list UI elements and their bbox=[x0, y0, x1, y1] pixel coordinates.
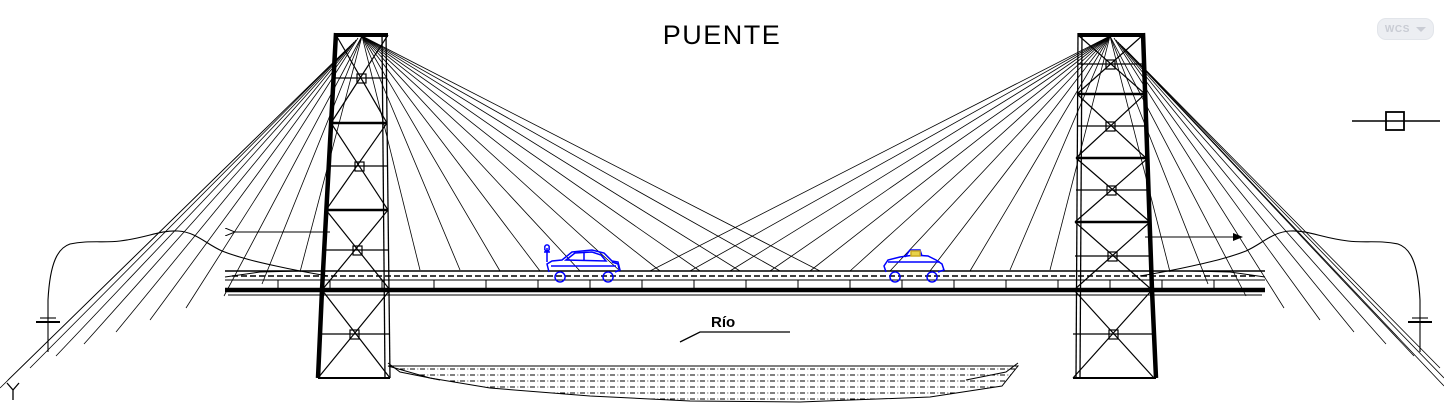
left-tower-back-span-cables bbox=[0, 35, 363, 389]
left-tower-cross-members bbox=[322, 121, 390, 292]
sedan-wheel-front bbox=[602, 271, 614, 283]
right-tower-group bbox=[1072, 32, 1159, 379]
wcs-selector[interactable]: WCS bbox=[1376, 18, 1434, 40]
ground-symbol-left bbox=[36, 300, 60, 352]
leader-lines-group bbox=[234, 232, 1243, 343]
right-tower-cross-members-light bbox=[1073, 63, 1154, 335]
river-bank-right bbox=[965, 362, 1019, 381]
sedan-roof bbox=[563, 251, 608, 262]
convertible-body-outline bbox=[883, 254, 945, 273]
river-bank-left bbox=[387, 362, 441, 381]
terrain-group bbox=[36, 230, 1432, 352]
right-tower-inner-leg-a bbox=[1075, 32, 1079, 379]
river-group bbox=[387, 362, 1020, 403]
right-tower-main-span-cables bbox=[649, 35, 1111, 272]
convertible-windshield bbox=[904, 249, 923, 258]
left-tower-main-span-cables bbox=[361, 35, 821, 272]
left-tower-x-bracing bbox=[317, 34, 391, 379]
vehicle-sedan-left bbox=[544, 244, 621, 283]
river-label-leader bbox=[679, 331, 790, 343]
right-tower-x-bracing bbox=[1072, 34, 1155, 379]
terrain-right-profile bbox=[1139, 230, 1421, 301]
convertible-wheel-front bbox=[889, 271, 901, 283]
left-tower-inner-leg-a bbox=[385, 32, 391, 379]
left-tower-joint-squares bbox=[349, 73, 367, 340]
ground-symbol-right bbox=[1408, 300, 1432, 352]
right-tower-cross-members bbox=[1074, 92, 1152, 292]
page-title: PUENTE bbox=[662, 20, 782, 50]
grip-marker-box bbox=[1385, 111, 1405, 131]
terrain-left-profile bbox=[47, 230, 329, 301]
deck-group bbox=[224, 270, 1266, 296]
river-label: Río bbox=[711, 314, 736, 331]
grip-marker-group[interactable] bbox=[1352, 111, 1440, 131]
vehicle-convertible-right bbox=[883, 249, 945, 283]
sedan-front-detail bbox=[611, 261, 620, 270]
river-bed-hatch bbox=[387, 365, 1020, 403]
right-tower-outer-leg bbox=[1140, 32, 1159, 379]
cables-group bbox=[0, 35, 1444, 389]
sedan-figure bbox=[544, 244, 550, 262]
left-tower-outer-leg bbox=[315, 32, 339, 379]
sedan-wheel-rear bbox=[554, 271, 566, 283]
convertible-wheel-rear bbox=[926, 271, 938, 283]
ucs-axis-icon bbox=[6, 382, 20, 400]
wcs-label: WCS bbox=[1384, 23, 1410, 35]
chevron-down-icon[interactable] bbox=[1416, 26, 1426, 32]
right-tower-joint-squares bbox=[1105, 59, 1119, 340]
left-tower-inner-leg-b bbox=[381, 32, 386, 379]
left-tower-group bbox=[315, 32, 391, 379]
right-tower-back-span-cables bbox=[1109, 35, 1444, 387]
convertible-accent bbox=[910, 250, 921, 257]
